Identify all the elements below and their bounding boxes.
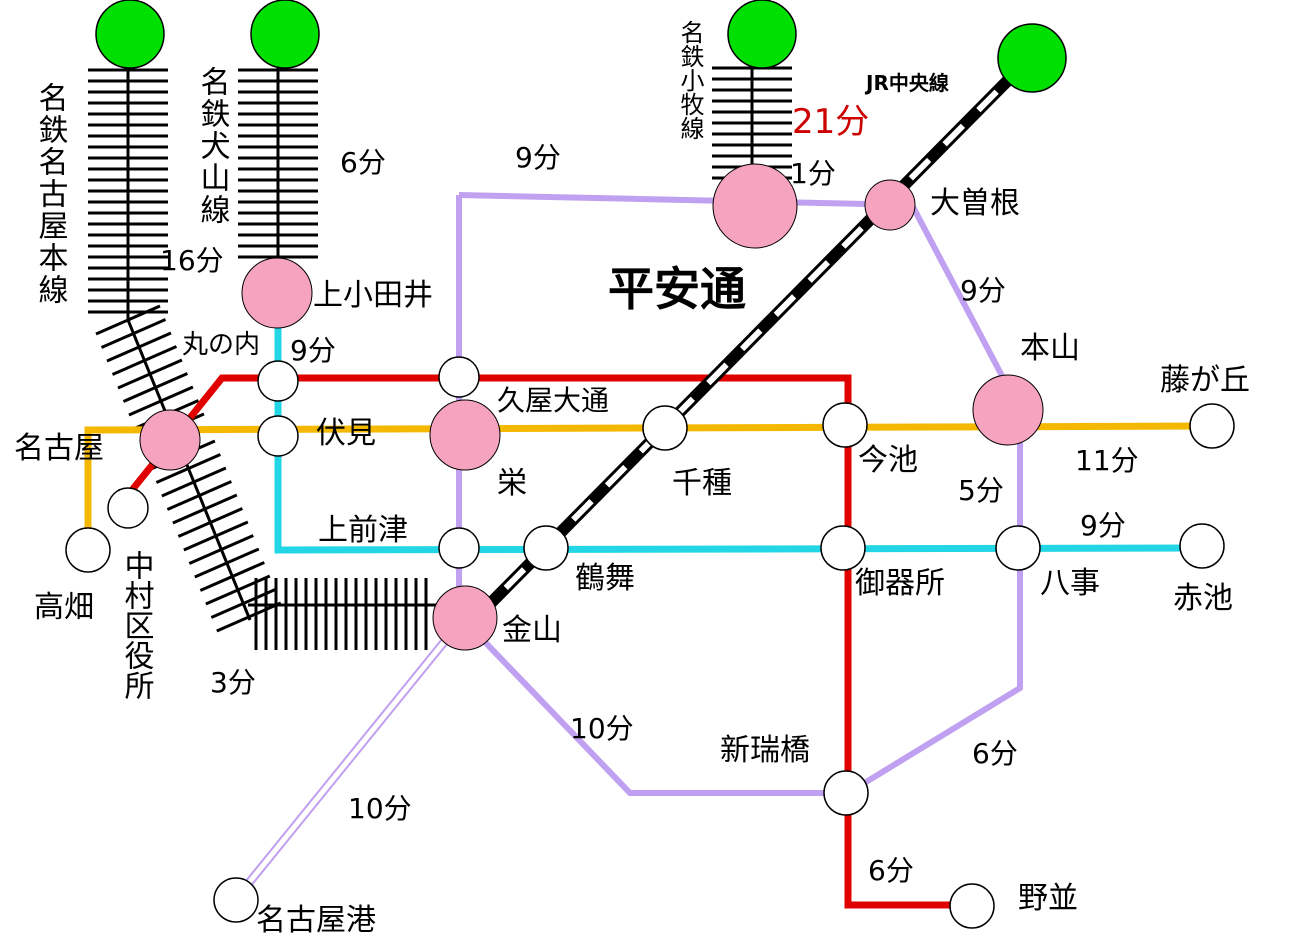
terminal-jr-chuo[interactable] (997, 23, 1067, 93)
time-9-ozone-motoyama: 9分 (960, 274, 1006, 307)
label-ozone: 大曽根 (930, 186, 1020, 221)
meiko-line (231, 617, 466, 903)
station-marunouchi[interactable] (257, 360, 299, 402)
line-label-meitetsu-nagoya: 名鉄名古屋本線 (33, 82, 68, 306)
time-10-meiko: 10分 (348, 792, 412, 825)
label-nonami: 野並 (1018, 881, 1078, 916)
line-label-meitetsu-komaki: 名鉄小牧線 (676, 20, 704, 140)
label-tsurumai: 鶴舞 (575, 561, 635, 596)
track-tie (194, 547, 260, 579)
label-akaike: 赤池 (1173, 581, 1233, 616)
label-nakamura-kuyakusho: 中村区役所 (119, 550, 155, 700)
label-marunouchi: 丸の内 (182, 330, 260, 360)
track-tie (183, 520, 249, 552)
map-title: 平安通 (608, 262, 746, 316)
time-6-inuyama: 6分 (340, 146, 386, 179)
station-heiandori[interactable] (712, 163, 798, 249)
time-16: 16分 (160, 244, 224, 277)
track-tie (111, 345, 178, 376)
track-tie (172, 493, 238, 525)
station-motoyama[interactable] (972, 374, 1044, 446)
station-kanayama[interactable] (432, 585, 498, 651)
station-yagoto[interactable] (995, 525, 1041, 571)
station-nagoyako[interactable] (213, 877, 259, 923)
label-nagoyako: 名古屋港 (256, 903, 376, 938)
station-hisaya-odori[interactable] (438, 356, 480, 398)
track-tie (100, 318, 167, 349)
station-imaike[interactable] (822, 402, 868, 448)
station-nagoya[interactable] (139, 409, 201, 471)
terminal-meitetsu-inuyama[interactable] (250, 0, 320, 69)
label-fujigaoka: 藤が丘 (1160, 363, 1250, 398)
tsurumai-line (274, 290, 1201, 554)
label-sakae: 栄 (497, 466, 527, 501)
track-tie (161, 466, 227, 498)
label-aratamabashi: 新瑞橋 (720, 733, 810, 768)
terminal-meitetsu-nagoya[interactable] (95, 0, 165, 69)
time-5: 5分 (958, 474, 1004, 507)
meijo-line (456, 192, 1023, 796)
track-tie (205, 574, 271, 606)
station-takabata[interactable] (65, 527, 111, 573)
track-tie (106, 331, 172, 363)
label-kamiotai: 上小田井 (313, 278, 433, 313)
track-tie (122, 372, 189, 403)
time-1: 1分 (790, 157, 836, 190)
label-fushimi: 伏見 (316, 416, 376, 451)
meitetsu-inuyama-line (238, 40, 318, 270)
station-kamimaezu[interactable] (438, 527, 480, 569)
track-tie (117, 358, 183, 390)
station-nakamura-kuyakusho[interactable] (107, 487, 149, 529)
time-3: 3分 (210, 666, 256, 699)
track-tie (188, 534, 254, 565)
time-9-sakuradori: 9分 (1080, 509, 1126, 542)
time-11: 11分 (1075, 444, 1139, 477)
station-tsurumai[interactable] (523, 525, 569, 571)
station-fushimi[interactable] (257, 415, 299, 457)
track-tie (216, 601, 282, 633)
meitetsu-bottom-ladder (248, 578, 440, 650)
time-6-nonami: 6分 (868, 854, 914, 887)
label-hisaya: 久屋大通 (497, 384, 609, 417)
station-nonami[interactable] (949, 883, 995, 929)
label-kanayama: 金山 (502, 613, 562, 648)
meitetsu-komaki-line (712, 40, 792, 185)
jr-chuo-line (467, 53, 1035, 627)
label-yagoto: 八事 (1040, 566, 1100, 601)
track-tie (199, 561, 265, 592)
label-imaike: 今池 (858, 443, 918, 478)
line-label-meitetsu-inuyama: 名鉄犬山線 (195, 66, 230, 226)
station-ozone[interactable] (864, 179, 916, 231)
station-gokiso[interactable] (820, 525, 866, 571)
time-21: 21分 (792, 102, 869, 142)
time-6-yagoto-aratama: 6分 (972, 737, 1018, 770)
track-tie (166, 480, 232, 511)
station-chikusa[interactable] (642, 405, 688, 451)
label-chikusa: 千種 (672, 466, 732, 501)
station-fujigaoka[interactable] (1189, 403, 1235, 449)
station-akaike[interactable] (1179, 523, 1225, 569)
line-label-jr-chuo: JR中央線 (864, 71, 949, 95)
time-9-tsurumai: 9分 (290, 334, 336, 367)
label-gokiso: 御器所 (855, 566, 945, 601)
terminal-meitetsu-komaki[interactable] (727, 0, 797, 69)
label-takabata: 高畑 (34, 590, 94, 625)
station-sakae[interactable] (429, 399, 501, 471)
label-nagoya: 名古屋 (14, 431, 104, 466)
track-tie (155, 453, 221, 484)
track-tie (95, 304, 161, 336)
station-aratamabashi[interactable] (823, 770, 869, 816)
label-kamimaezu: 上前津 (318, 513, 408, 548)
label-motoyama: 本山 (1020, 331, 1080, 366)
time-10-kanayama-aratama: 10分 (570, 712, 634, 745)
station-kamiotai[interactable] (241, 257, 313, 329)
time-9-meijo-top: 9分 (515, 141, 561, 174)
track-tie (177, 507, 243, 538)
track-tie (128, 385, 194, 417)
